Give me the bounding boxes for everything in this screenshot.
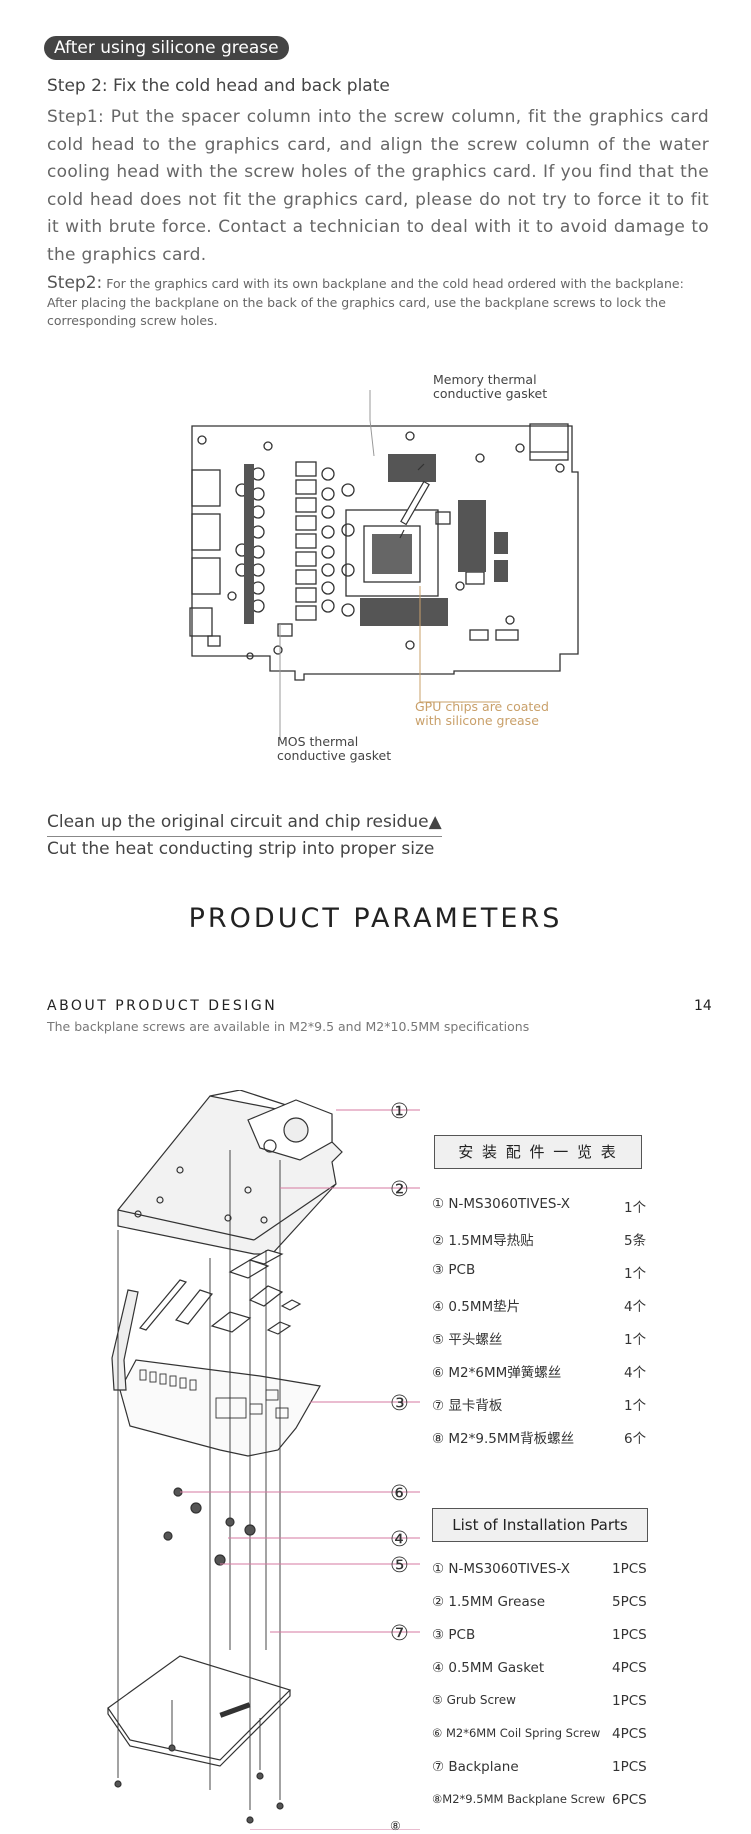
exploded-label-5: ⑤ [390, 1553, 409, 1577]
backplane [107, 1655, 292, 1761]
part-qty: 1PCS [612, 1759, 647, 1775]
parts-cn-title: 安 装 配 件 一 览 表 [434, 1135, 642, 1169]
exploded-label-6: ⑥ [390, 1481, 409, 1505]
part-name: ⑤ Grub Screw [432, 1693, 516, 1707]
parts-en-row-5: ⑤ Grub Screw 1PCS [432, 1693, 652, 1709]
pcb-outline [191, 425, 579, 681]
page-number: 14 [694, 998, 712, 1014]
mos-gasket [244, 464, 254, 624]
memory-gasket-top [388, 454, 436, 482]
parts-en-row-3: ③ PCB 1PCS [432, 1627, 652, 1643]
gpu-callout: GPU chips are coated with silicone greas… [415, 700, 549, 728]
memory-callout: Memory thermal conductive gasket [433, 373, 547, 401]
parts-cn-row-7: ⑦ 显卡背板 1个 [432, 1394, 652, 1414]
parts-en-title: List of Installation Parts [432, 1508, 648, 1542]
part-qty: 6个 [624, 1431, 647, 1447]
exploded-label-3: ③ [390, 1391, 409, 1415]
exploded-label-7: ⑦ [390, 1621, 409, 1645]
part-qty: 1个 [624, 1398, 647, 1414]
part-qty: 1个 [624, 1332, 647, 1348]
about-subtitle: The backplane screws are available in M2… [47, 1019, 530, 1034]
memory-callout-line1: Memory thermal [433, 372, 537, 387]
parts-en-row-4: ④ 0.5MM Gasket 4PCS [432, 1660, 652, 1676]
part-name: ① N-MS3060TIVES-X [432, 1561, 570, 1577]
parts-en-row-8: ⑧M2*9.5MM Backplane Screw 6PCS [432, 1792, 652, 1808]
part-qty: 1PCS [612, 1627, 647, 1643]
parts-en-row-1: ① N-MS3060TIVES-X 1PCS [432, 1561, 652, 1577]
exploded-label-1: ① [390, 1099, 409, 1123]
capacitor-group [235, 467, 355, 617]
part-name: ② 1.5MM导热贴 [432, 1233, 534, 1249]
part-qty: 5条 [624, 1233, 647, 1249]
parts-cn-row-1: ① N-MS3060TIVES-X 1个 [432, 1196, 652, 1216]
syringe-icon [399, 463, 430, 539]
bracket [111, 1289, 139, 1391]
part-name: ⑤ 平头螺丝 [432, 1332, 503, 1348]
step-title: Step 2: Fix the cold head and back plate [47, 76, 390, 96]
memory-gasket-bottom [360, 598, 448, 626]
part-qty: 4个 [624, 1365, 647, 1381]
mos-callout-line1: MOS thermal [277, 734, 359, 749]
part-qty: 4PCS [612, 1660, 647, 1676]
parts-cn-row-5: ⑤ 平头螺丝 1个 [432, 1328, 652, 1348]
part-qty: 6PCS [612, 1792, 647, 1808]
part-name: ⑧M2*9.5MM Backplane Screw [432, 1792, 606, 1806]
part-name: ② 1.5MM Grease [432, 1594, 546, 1610]
choke-group [277, 461, 317, 637]
step2-paragraph: Step2: For the graphics card with its ow… [47, 274, 709, 331]
step1-paragraph: Step1: Put the spacer column into the sc… [47, 107, 709, 265]
gpu-callout-line2: with silicone grease [415, 713, 539, 728]
about-title: ABOUT PRODUCT DESIGN [47, 998, 278, 1014]
part-qty: 1PCS [612, 1561, 647, 1577]
screws [114, 1487, 284, 1824]
part-name: ⑦ 显卡背板 [432, 1398, 503, 1414]
parts-cn-row-2: ② 1.5MM导热贴 5条 [432, 1229, 652, 1249]
exploded-label-4: ④ [390, 1527, 409, 1551]
part-name: ③ PCB [432, 1627, 476, 1643]
exploded-label-2: ② [390, 1177, 409, 1201]
parts-en-row-2: ② 1.5MM Grease 5PCS [432, 1594, 652, 1610]
cut-note: Cut the heat conducting strip into prope… [47, 839, 435, 859]
part-name: ⑥ M2*6MM弹簧螺丝 [432, 1365, 562, 1381]
thermal-pads [138, 1249, 302, 1335]
parts-cn-row-8: ⑧ M2*9.5MM背板螺丝 6个 [432, 1427, 652, 1447]
pcb-diagram [189, 390, 579, 740]
parts-cn-row-4: ④ 0.5MM垫片 4个 [432, 1295, 652, 1315]
mos-callout: MOS thermal conductive gasket [277, 735, 391, 763]
exploded-label-8: ⑧ [390, 1819, 401, 1833]
gpu-callout-line1: GPU chips are coated [415, 699, 549, 714]
part-qty: 1个 [624, 1266, 647, 1282]
part-name: ⑥ M2*6MM Coil Spring Screw [432, 1726, 601, 1740]
exploded-view-diagram [107, 1090, 420, 1830]
section-badge: After using silicone grease [44, 36, 289, 60]
mos-callout-line2: conductive gasket [277, 748, 392, 763]
part-name: ③ PCB [432, 1262, 476, 1278]
parts-en-row-6: ⑥ M2*6MM Coil Spring Screw 4PCS [432, 1726, 652, 1742]
parts-en-row-7: ⑦ Backplane 1PCS [432, 1759, 652, 1775]
product-parameters-title: PRODUCT PARAMETERS [188, 903, 563, 934]
part-name: ⑧ M2*9.5MM背板螺丝 [432, 1431, 575, 1447]
gpu-chip [372, 534, 412, 574]
memory-gasket-right [458, 500, 486, 572]
clean-note: Clean up the original circuit and chip r… [47, 812, 442, 837]
part-name: ① N-MS3060TIVES-X [432, 1196, 570, 1212]
memory-callout-line2: conductive gasket [433, 386, 548, 401]
part-name: ④ 0.5MM Gasket [432, 1660, 545, 1676]
part-qty: 4个 [624, 1299, 647, 1315]
part-name: ⑦ Backplane [432, 1759, 519, 1775]
part-qty: 5PCS [612, 1594, 647, 1610]
part-name: ④ 0.5MM垫片 [432, 1299, 521, 1315]
step2-text: For the graphics card with its own backp… [47, 276, 684, 328]
part-qty: 1PCS [612, 1693, 647, 1709]
part-qty: 1个 [624, 1200, 647, 1216]
parts-cn-row-3: ③ PCB 1个 [432, 1262, 652, 1282]
step2-lead: Step2: [47, 273, 103, 293]
parts-cn-row-6: ⑥ M2*6MM弹簧螺丝 4个 [432, 1361, 652, 1381]
part-qty: 4PCS [612, 1726, 647, 1742]
